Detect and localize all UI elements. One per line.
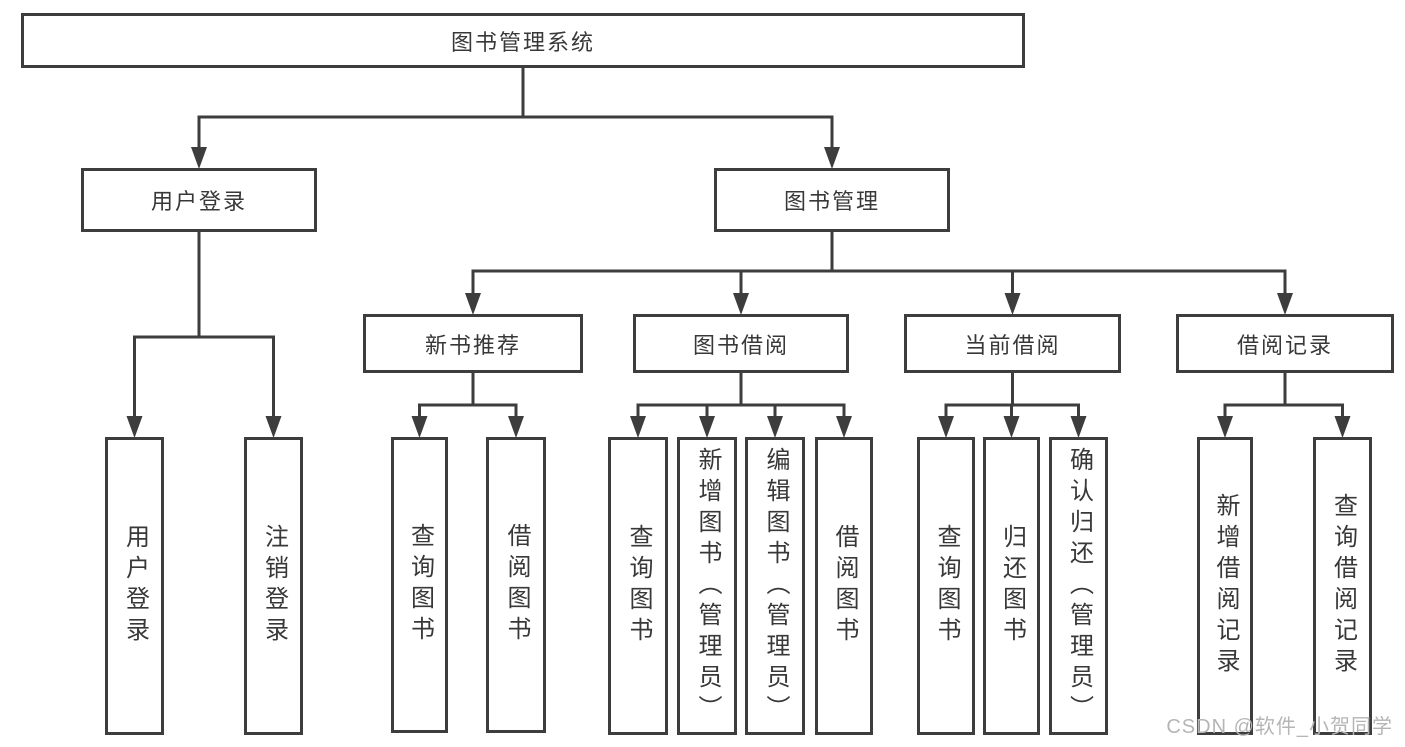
node-label-new-book-recommend: 新书推荐	[424, 332, 521, 358]
node-label-bb-add-books: 新增图书（管理员）	[694, 446, 721, 726]
node-bb-add-books: 新增图书（管理员）	[677, 437, 737, 735]
node-label-book-management: 图书管理	[783, 189, 880, 214]
node-label-br-add-record: 新增借阅记录	[1212, 493, 1239, 679]
node-label-cb-confirm-return: 确认归还（管理员）	[1065, 446, 1093, 726]
node-label-leaf-user-login: 用户登录	[121, 524, 149, 648]
node-label-nb-borrow-books: 借阅图书	[503, 523, 530, 647]
node-root: 图书管理系统	[21, 13, 1025, 68]
node-label-current-borrowing: 当前借阅	[964, 332, 1061, 358]
node-cb-query-books: 查询图书	[917, 437, 975, 735]
node-cb-return-books: 归还图书	[983, 437, 1040, 735]
node-book-borrowing: 图书借阅	[633, 314, 849, 373]
node-label-user-login-menu: 用户登录	[150, 189, 247, 214]
node-label-cb-query-books: 查询图书	[933, 524, 960, 648]
node-label-nb-query-books: 查询图书	[406, 523, 434, 647]
node-user-login-menu: 用户登录	[81, 168, 317, 232]
node-leaf-logout: 注销登录	[244, 437, 303, 735]
node-book-management: 图书管理	[714, 168, 950, 232]
node-label-bb-edit-books: 编辑图书（管理员）	[762, 446, 789, 726]
node-new-book-recommend: 新书推荐	[363, 314, 583, 373]
node-label-leaf-logout: 注销登录	[260, 524, 288, 648]
node-bb-borrow-books: 借阅图书	[815, 437, 873, 735]
node-label-cb-return-books: 归还图书	[998, 524, 1026, 648]
node-label-root: 图书管理系统	[450, 29, 595, 55]
watermark: CSDN @软件_小贺同学	[1166, 716, 1393, 738]
node-bb-query-books: 查询图书	[608, 437, 668, 735]
node-label-borrowing-records: 借阅记录	[1236, 332, 1333, 358]
node-nb-query-books: 查询图书	[391, 437, 448, 733]
node-borrowing-records: 借阅记录	[1176, 314, 1394, 373]
node-label-br-query-record: 查询借阅记录	[1329, 493, 1357, 679]
node-br-add-record: 新增借阅记录	[1197, 437, 1253, 735]
node-leaf-user-login: 用户登录	[105, 437, 164, 735]
node-cb-confirm-return: 确认归还（管理员）	[1049, 437, 1108, 735]
node-label-book-borrowing: 图书借阅	[692, 332, 789, 358]
node-bb-edit-books: 编辑图书（管理员）	[745, 437, 805, 735]
node-current-borrowing: 当前借阅	[904, 314, 1121, 373]
node-nb-borrow-books: 借阅图书	[486, 437, 546, 733]
node-br-query-record: 查询借阅记录	[1313, 437, 1372, 735]
node-label-bb-query-books: 查询图书	[625, 524, 652, 648]
node-label-bb-borrow-books: 借阅图书	[831, 524, 858, 648]
